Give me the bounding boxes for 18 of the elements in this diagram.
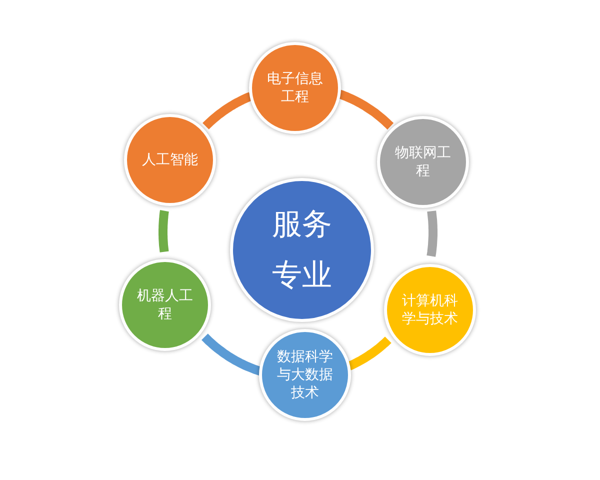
node-label: 机器人工程 — [136, 286, 194, 324]
circle-node — [124, 114, 216, 206]
node-label: 物联网工程 — [394, 144, 452, 180]
circle-node — [249, 42, 341, 134]
ring-arc — [338, 90, 394, 130]
node-label: 数据科学与大数据技术 — [276, 348, 334, 402]
ring-arc — [426, 208, 438, 259]
circle-node — [377, 116, 469, 208]
node-label: 服务专业 — [271, 206, 333, 295]
ring-arc — [158, 208, 169, 255]
ring-arc — [202, 92, 254, 130]
node-label: 电子信息工程 — [266, 70, 324, 106]
circle-node — [259, 329, 351, 421]
ring-arc — [346, 336, 392, 370]
circle-node — [384, 264, 476, 356]
circle-node — [119, 259, 211, 351]
node-label: 人工智能 — [142, 150, 198, 170]
node-label: 计算机科学与技术 — [402, 292, 458, 328]
